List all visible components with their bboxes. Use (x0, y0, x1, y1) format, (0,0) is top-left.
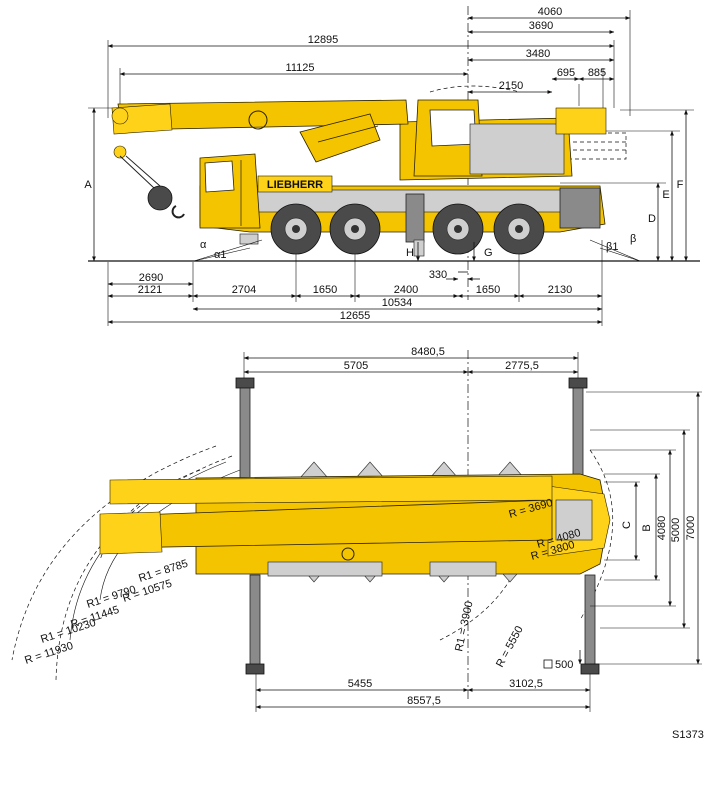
angle-alpha1: α1 (214, 249, 226, 261)
radius-r1-3900: R1 = 3900 (453, 600, 475, 652)
height-e-label: E (662, 189, 669, 201)
dim-12655: 12655 (340, 310, 371, 322)
dim-b-label: B (641, 524, 653, 531)
point-h: H (406, 247, 414, 259)
wheel-3 (432, 203, 484, 255)
dim-10534: 10534 (382, 297, 413, 309)
wheel-2 (329, 203, 381, 255)
dim-2150: 2150 (499, 80, 523, 92)
dim-c-label: C (621, 521, 633, 529)
dim-4060: 4060 (538, 6, 562, 18)
side-view: 4060 3690 12895 3480 695 885 11125 2150 … (84, 6, 700, 326)
dim-2704: 2704 (232, 284, 256, 296)
dim-4080: 4080 (656, 516, 668, 540)
figure-code: S1373 (672, 729, 704, 741)
pad-dim-500: 500 (555, 659, 573, 671)
outrigger-front-lower (245, 574, 265, 675)
height-f-label: F (677, 179, 684, 191)
dim-3102-5: 3102,5 (509, 678, 543, 690)
dim-330: 330 (429, 269, 447, 281)
angle-beta1: β1 (606, 241, 618, 253)
outrigger-front-upper (235, 377, 255, 479)
point-g: G (484, 247, 493, 259)
dim-12895: 12895 (308, 34, 339, 46)
dim-1650-b: 1650 (476, 284, 500, 296)
dim-2400: 2400 (394, 284, 418, 296)
dim-5455: 5455 (348, 678, 372, 690)
dim-3480: 3480 (526, 48, 550, 60)
dim-2690: 2690 (139, 272, 163, 284)
dim-2130: 2130 (548, 284, 572, 296)
radius-r-11930: R = 11930 (23, 640, 75, 667)
brand-lettering: LIEBHERR (267, 179, 323, 191)
outrigger-rear-upper (568, 377, 588, 479)
top-view: 8480,5 5705 2775,5 (11, 346, 702, 712)
dim-1650-a: 1650 (313, 284, 337, 296)
height-d-label: D (648, 213, 656, 225)
dim-885: 885 (588, 67, 606, 79)
dim-11125: 11125 (286, 62, 315, 74)
wheel-4 (493, 203, 545, 255)
dim-8480-5: 8480,5 (411, 346, 445, 358)
dim-5705: 5705 (344, 360, 368, 372)
dim-2775-5: 2775,5 (505, 360, 539, 372)
height-a-label: A (84, 179, 92, 191)
angle-alpha: α (200, 239, 207, 251)
outrigger-rear-lower (580, 574, 600, 675)
dim-5000: 5000 (670, 518, 682, 542)
dim-695: 695 (557, 67, 575, 79)
angle-beta: β (630, 233, 636, 245)
pad-square-icon (543, 659, 553, 669)
dim-7000: 7000 (685, 516, 697, 540)
radius-r-5550: R = 5550 (494, 624, 526, 669)
dim-3690: 3690 (529, 20, 553, 32)
dim-8557-5: 8557,5 (407, 695, 441, 707)
wheel-1 (270, 203, 322, 255)
dim-2121: 2121 (138, 284, 162, 296)
